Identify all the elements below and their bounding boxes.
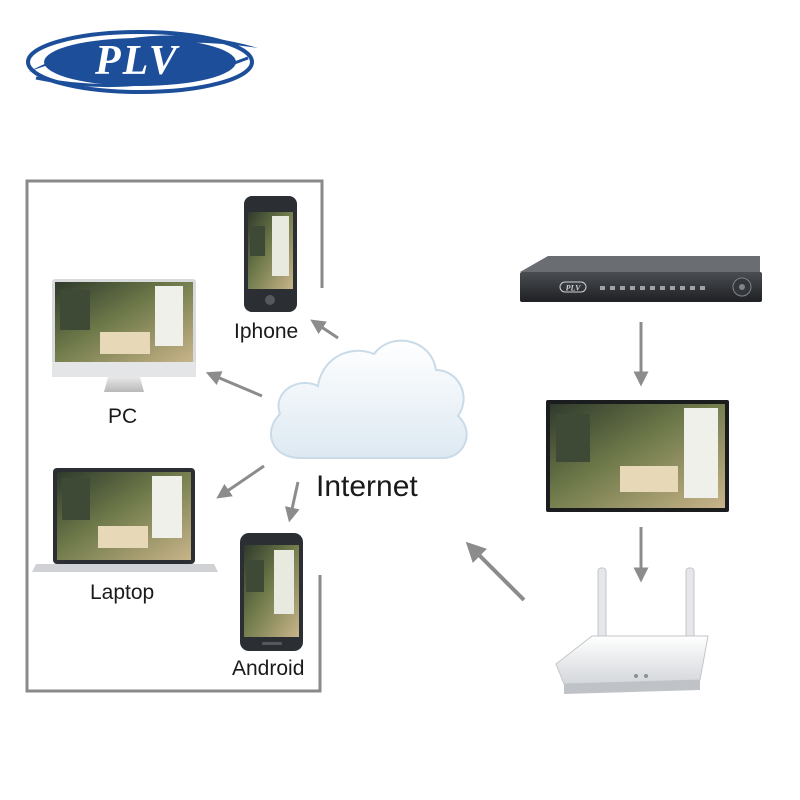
plv-logo (26, 30, 258, 94)
iphone-label: Iphone (234, 320, 299, 343)
laptop-device (32, 468, 218, 572)
arrow-router-to-internet (465, 541, 526, 602)
arrow-to-iphone (310, 319, 339, 340)
arrow-to-laptop (216, 464, 265, 499)
pc-label: PC (108, 405, 138, 428)
internet-label: Internet (316, 470, 418, 503)
dvr-badge-text: PLV (566, 284, 581, 293)
android-label: Android (232, 657, 305, 680)
arrow-to-pc (205, 371, 263, 398)
internet-cloud (270, 339, 468, 460)
laptop-label: Laptop (90, 581, 155, 604)
wifi-router (555, 567, 709, 694)
display-monitor (546, 400, 729, 512)
logo-text: PLV (95, 38, 179, 84)
dvr-recorder (520, 256, 762, 302)
pc-device (52, 279, 196, 392)
client-devices-frame (25, 179, 324, 693)
arrow-to-android (284, 481, 300, 523)
iphone-device (244, 196, 297, 312)
android-device (240, 533, 303, 651)
